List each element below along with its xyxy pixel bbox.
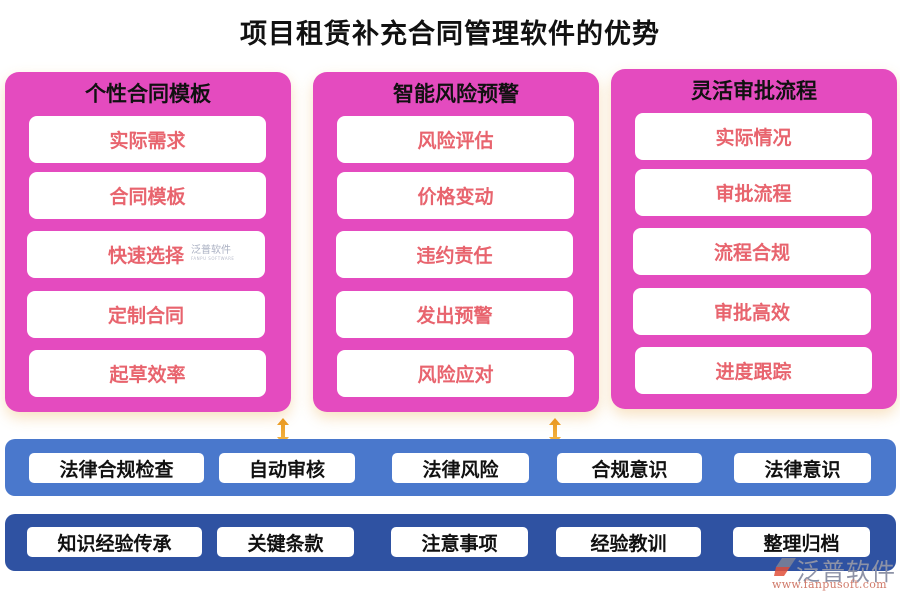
panel-item: 发出预警: [336, 291, 573, 338]
panel-item: 风险评估: [337, 116, 574, 163]
band-chip: 自动审核: [219, 453, 355, 483]
logo-text: 泛普软件: [796, 558, 896, 586]
band-knowledge-transfer: 知识经验传承 关键条款 注意事项 经验教训 整理归档: [5, 514, 896, 571]
band-chip: 经验教训: [556, 527, 701, 557]
band-chip: 法律合规检查: [29, 453, 204, 483]
panel-item: 风险应对: [337, 350, 574, 397]
panel-risk-warning: 智能风险预警 风险评估 价格变动 违约责任 发出预警 风险应对: [313, 72, 599, 412]
panel-item: 审批流程: [635, 169, 872, 216]
band-chip: 合规意识: [557, 453, 702, 483]
band-chip: 关键条款: [217, 527, 354, 557]
panel-item: 实际需求: [29, 116, 266, 163]
band-chip: 知识经验传承: [27, 527, 202, 557]
logo-url: www.fanpusoft.com: [772, 578, 887, 591]
watermark-subtext: FANPU SOFTWARE: [191, 256, 235, 261]
panel-item: 流程合规: [633, 228, 871, 275]
page-title: 项目租赁补充合同管理软件的优势: [240, 19, 660, 50]
band-chip: 注意事项: [391, 527, 528, 557]
double-arrow-vertical-icon: [277, 418, 289, 444]
band-chip: 整理归档: [733, 527, 870, 557]
panel-title: 灵活审批流程: [691, 79, 817, 103]
panel-approval-flow: 灵活审批流程 实际情况 审批流程 流程合规 审批高效 进度跟踪: [611, 69, 897, 409]
band-chip: 法律风险: [392, 453, 529, 483]
panel-item: 进度跟踪: [635, 347, 872, 394]
panel-item: 合同模板: [29, 172, 266, 219]
panel-item: 起草效率: [29, 350, 266, 397]
panel-item: 定制合同: [27, 291, 265, 338]
fanpu-logo: 泛普软件 www.fanpusoft.com: [772, 556, 897, 596]
watermark: 泛普软件 FANPU SOFTWARE: [191, 246, 234, 261]
panel-item: 实际情况: [635, 113, 872, 160]
double-arrow-vertical-icon: [549, 418, 561, 444]
band-legal-compliance: 法律合规检查 自动审核 法律风险 合规意识 法律意识: [5, 439, 896, 496]
panel-item: 快速选择: [27, 231, 265, 278]
band-chip: 法律意识: [734, 453, 871, 483]
panel-item: 价格变动: [337, 172, 574, 219]
panel-title: 个性合同模板: [85, 82, 211, 106]
panel-custom-templates: 个性合同模板 实际需求 合同模板 快速选择 定制合同 起草效率: [5, 72, 291, 412]
panel-title: 智能风险预警: [393, 82, 519, 106]
fanpu-logo-icon: [774, 558, 796, 576]
panel-item: 违约责任: [336, 231, 573, 278]
watermark-text: 泛普软件: [191, 245, 231, 256]
panel-item: 审批高效: [633, 288, 871, 335]
